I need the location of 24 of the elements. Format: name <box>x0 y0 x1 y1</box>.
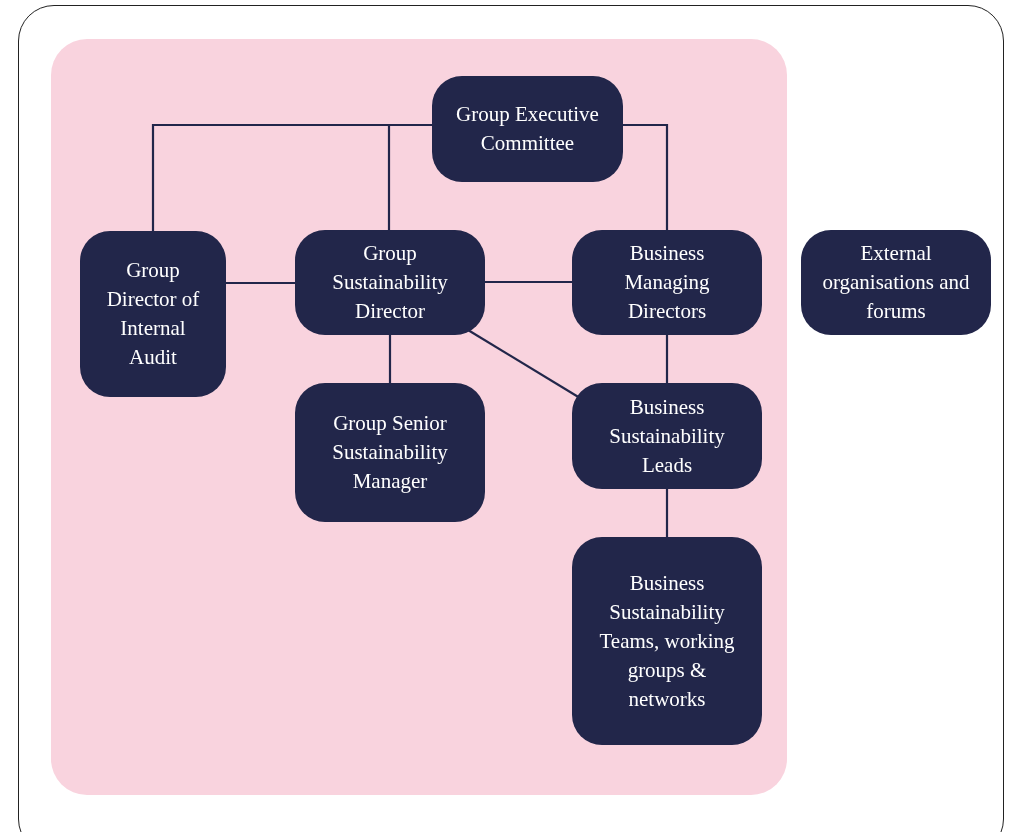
role-label: External organisations and forums <box>821 240 971 325</box>
role-box <box>432 76 623 182</box>
role-label: Group Director of Internal Audit <box>105 257 201 371</box>
role-box <box>801 230 991 335</box>
role-box <box>572 537 762 745</box>
role-label: Group Senior Sustainability Manager <box>331 410 449 495</box>
role-box <box>295 383 485 522</box>
group-panel <box>51 39 787 795</box>
role-label: Business Managing Directors <box>623 240 711 325</box>
role-label: Business Sustainability Leads <box>608 393 726 479</box>
role-label: Group Executive Committee <box>455 101 600 157</box>
connector-line <box>387 123 432 230</box>
connector-line <box>623 123 669 230</box>
connector-line <box>665 335 669 383</box>
role-box <box>295 230 485 335</box>
connector-line <box>485 280 572 284</box>
connector-line <box>388 335 392 383</box>
role-box <box>80 231 226 397</box>
connector-line <box>226 281 295 285</box>
connector-line <box>665 489 669 537</box>
role-label: Business Sustainability Teams, working groups & networks <box>598 569 736 713</box>
role-label: Group Sustainability Director <box>331 240 449 325</box>
role-box <box>572 230 762 335</box>
role-box <box>572 383 762 489</box>
